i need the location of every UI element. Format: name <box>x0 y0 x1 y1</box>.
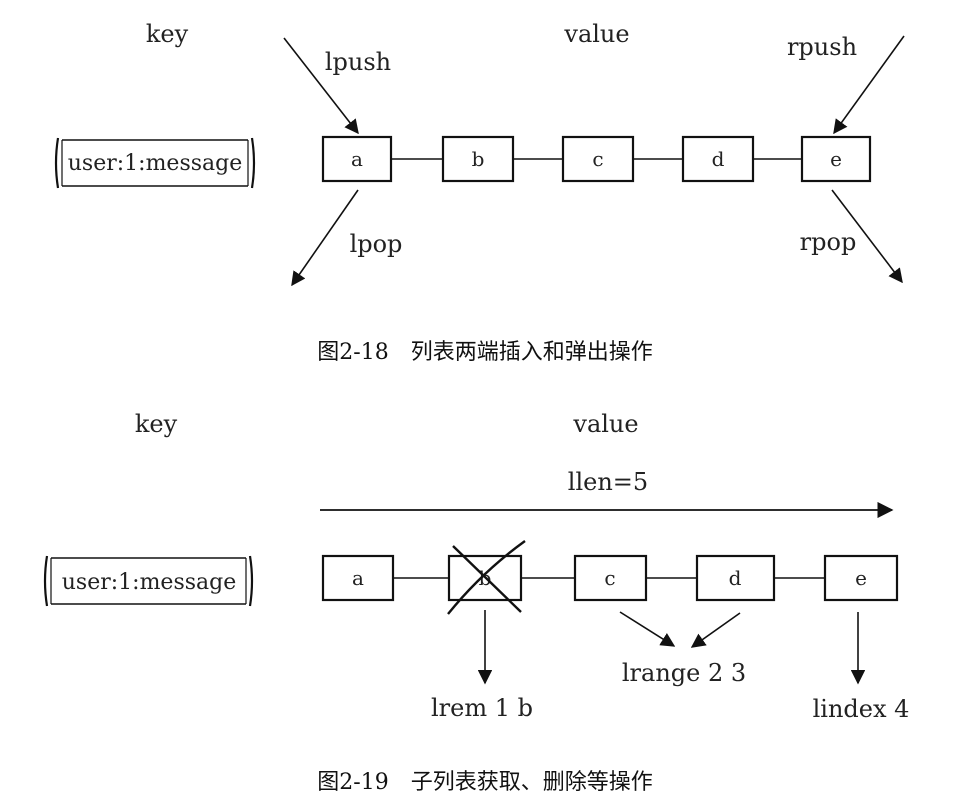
rpush-label: rpush <box>787 33 857 61</box>
node-c-label: c <box>592 147 603 171</box>
node-a: a <box>321 554 395 602</box>
node-e-label: e <box>830 147 842 171</box>
cross-mark <box>452 545 522 613</box>
node-d: d <box>695 554 776 602</box>
node-b-removed: b <box>447 540 526 615</box>
node-b: b <box>441 135 515 183</box>
key-box: user:1:message <box>54 137 256 189</box>
lpush-arrow <box>283 37 359 135</box>
figure-2-19: key value llen=5 user:1:message a b <box>43 410 910 795</box>
node-c: c <box>573 554 648 602</box>
key-box: user:1:message <box>43 555 254 607</box>
node-d-label: d <box>712 147 725 171</box>
rpop-label: rpop <box>800 228 857 256</box>
cross-mark <box>447 540 526 615</box>
lrem-label: lrem 1 b <box>431 694 533 722</box>
lpop-arrow <box>291 189 359 287</box>
figure-2-18: key value user:1:message a b c <box>54 20 905 365</box>
llen-label: llen=5 <box>568 468 648 496</box>
node-e: e <box>823 554 899 602</box>
lpop-label: lpop <box>350 230 403 258</box>
figure-caption: 图2-18 列表两端插入和弹出操作 <box>317 340 652 365</box>
lrange-arrow-right <box>690 612 741 648</box>
node-a: a <box>321 135 393 183</box>
node-d-label: d <box>729 566 742 590</box>
lrange-label: lrange 2 3 <box>622 659 746 687</box>
node-a-label: a <box>351 147 363 171</box>
key-box-text: user:1:message <box>68 151 243 176</box>
lrange-arrow-left <box>619 611 676 647</box>
key-box-text: user:1:message <box>62 570 237 595</box>
lpush-label: lpush <box>325 48 391 76</box>
key-label: key <box>146 20 189 48</box>
figure-caption: 图2-19 子列表获取、删除等操作 <box>317 770 652 795</box>
node-b-label: b <box>472 147 485 171</box>
rpop-arrow <box>831 189 903 284</box>
key-label: key <box>135 410 178 438</box>
node-c-label: c <box>604 566 615 590</box>
node-c: c <box>561 135 635 183</box>
node-e-label: e <box>855 566 867 590</box>
rpush-arrow <box>833 35 905 135</box>
node-a-label: a <box>352 566 364 590</box>
node-e: e <box>800 135 872 183</box>
lindex-label: lindex 4 <box>813 695 910 723</box>
value-label: value <box>563 20 629 48</box>
value-label: value <box>572 410 638 438</box>
node-d: d <box>681 135 755 183</box>
